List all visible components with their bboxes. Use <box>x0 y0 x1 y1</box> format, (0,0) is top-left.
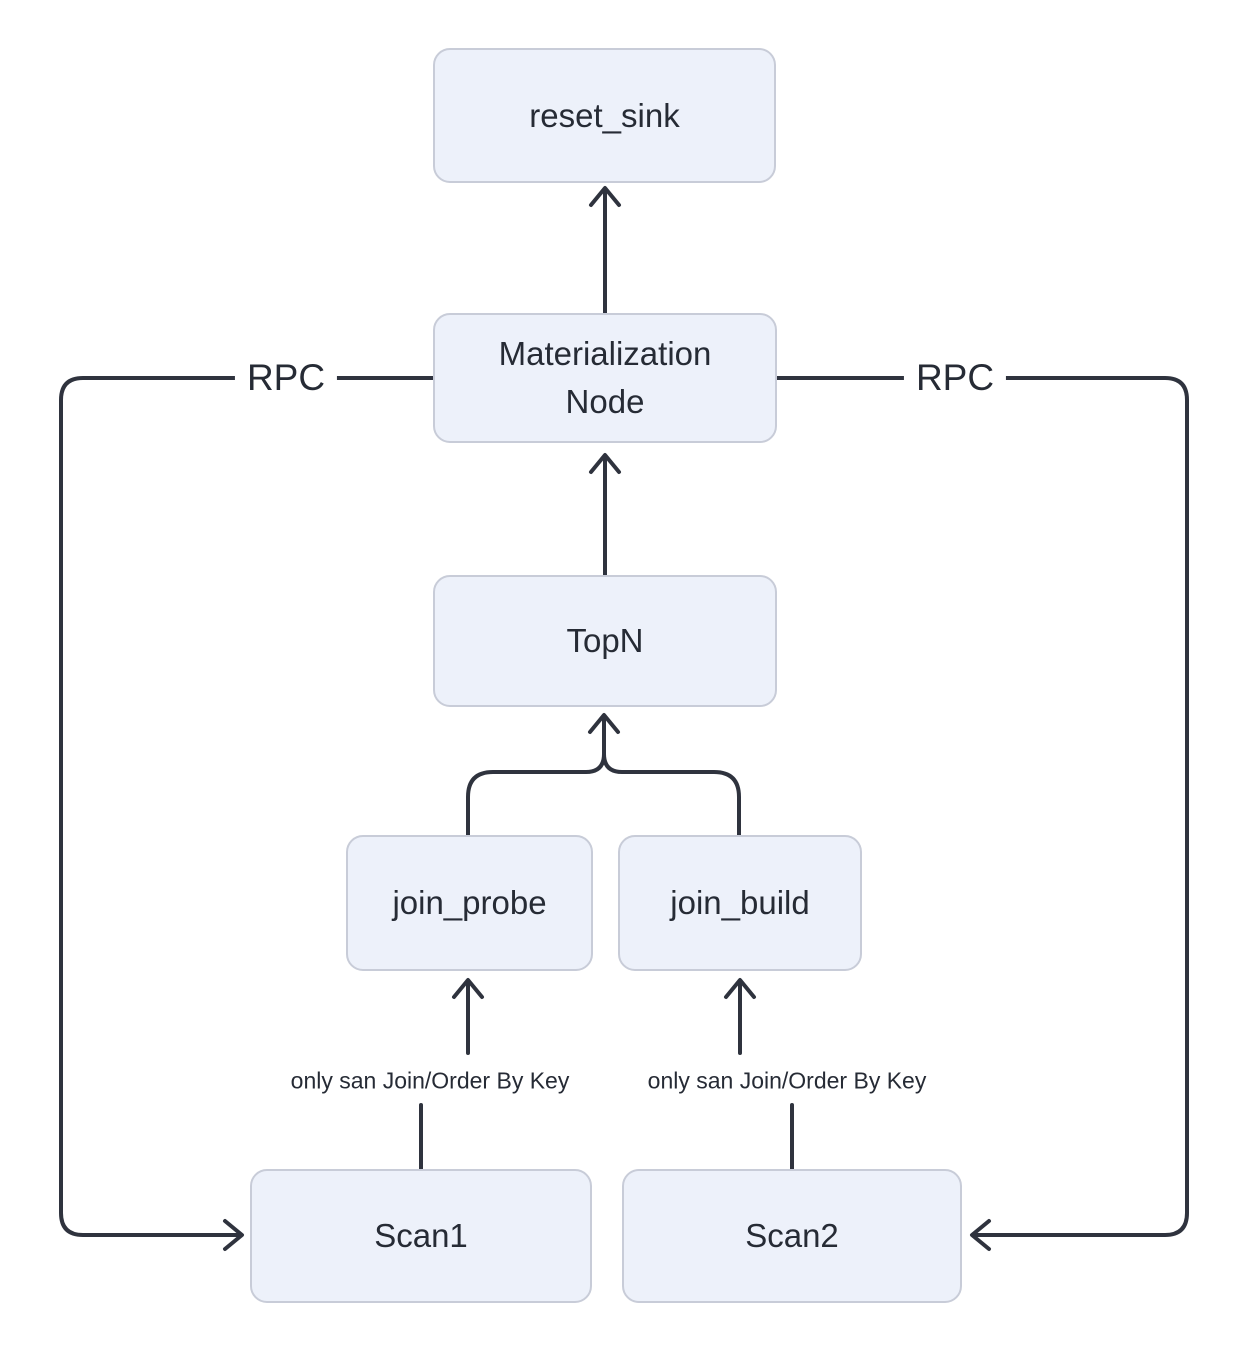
edge-scan1-to-join-probe <box>419 978 484 1171</box>
arrowhead-up-icon <box>589 453 621 474</box>
node-topn: TopN <box>433 575 777 707</box>
node-join-build-label: join_build <box>670 884 810 922</box>
edge-label-scan1-join: only san Join/Order By Key <box>282 1065 578 1097</box>
edge-rpc-left-to-scan1 <box>59 376 435 1251</box>
arrowhead-up-icon <box>724 978 756 999</box>
node-materialization-label: Materialization Node <box>498 335 712 420</box>
node-reset-sink: reset_sink <box>433 48 776 183</box>
arrowhead-left-icon <box>970 1219 991 1251</box>
edge-joins-merge-to-topn <box>466 713 741 837</box>
arrowhead-up-icon <box>452 978 484 999</box>
arrowhead-up-icon <box>589 186 621 207</box>
arrowhead-up-icon <box>588 713 620 734</box>
node-scan1-label: Scan1 <box>374 1217 468 1255</box>
edge-materialization-to-reset-sink <box>589 186 621 315</box>
node-reset-sink-label: reset_sink <box>529 96 680 134</box>
node-materialization: Materialization Node <box>433 313 777 443</box>
edge-label-rpc-left: RPC <box>234 355 338 401</box>
edge-topn-to-materialization <box>589 453 621 577</box>
node-scan2: Scan2 <box>622 1169 962 1303</box>
node-join-build: join_build <box>618 835 862 971</box>
edge-scan2-to-join-build <box>724 978 794 1171</box>
edge-rpc-right-to-scan2 <box>775 376 1189 1251</box>
node-topn-label: TopN <box>566 622 644 660</box>
node-join-probe-label: join_probe <box>392 884 547 922</box>
edge-label-rpc-right: RPC <box>903 355 1007 401</box>
node-scan1: Scan1 <box>250 1169 592 1303</box>
edge-label-scan2-join: only san Join/Order By Key <box>639 1065 935 1097</box>
node-scan2-label: Scan2 <box>745 1217 839 1255</box>
node-join-probe: join_probe <box>346 835 593 971</box>
arrowhead-right-icon <box>223 1219 244 1251</box>
